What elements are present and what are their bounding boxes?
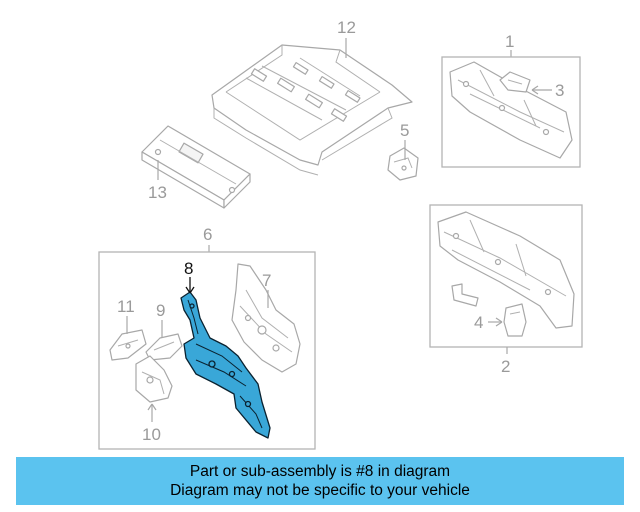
group-frame-6 [98, 251, 316, 450]
callout-2: 2 [501, 357, 510, 376]
part-8-highlighted [180, 291, 271, 439]
callout-12: 12 [337, 18, 356, 37]
part-3-bracket [499, 71, 531, 93]
info-banner: Part or sub-assembly is #8 in diagram Di… [16, 457, 624, 505]
group-frame-2 [429, 204, 583, 348]
callout-6: 6 [203, 225, 212, 244]
callout-11: 11 [117, 297, 135, 316]
part-10-bracket [135, 355, 173, 403]
part-11-bracket [109, 329, 147, 361]
part-1-panel [449, 61, 573, 159]
part-5-bracket [387, 147, 419, 181]
callout-10: 10 [142, 425, 161, 444]
part-9-bracket [145, 333, 183, 361]
part-13-crossmember [141, 125, 251, 209]
callout-4: 4 [474, 313, 483, 332]
banner-line-2: Diagram may not be specific to your vehi… [170, 482, 470, 499]
callout-13: 13 [148, 183, 167, 202]
part-12-rear-floor [211, 44, 413, 176]
banner-line-1: Part or sub-assembly is #8 in diagram [189, 463, 451, 480]
callout-9: 9 [156, 301, 165, 320]
group-frame-1 [441, 56, 581, 168]
callout-8: 8 [184, 259, 193, 278]
parts-diagram: 12 13 5 1 3 [98, 18, 583, 450]
callout-1: 1 [505, 32, 514, 51]
part-4-bracket [503, 303, 527, 337]
callout-7: 7 [262, 271, 271, 290]
part-2-panel [437, 211, 575, 329]
callout-3: 3 [555, 81, 564, 100]
part-7-panel [231, 263, 301, 373]
callout-5: 5 [400, 121, 409, 140]
